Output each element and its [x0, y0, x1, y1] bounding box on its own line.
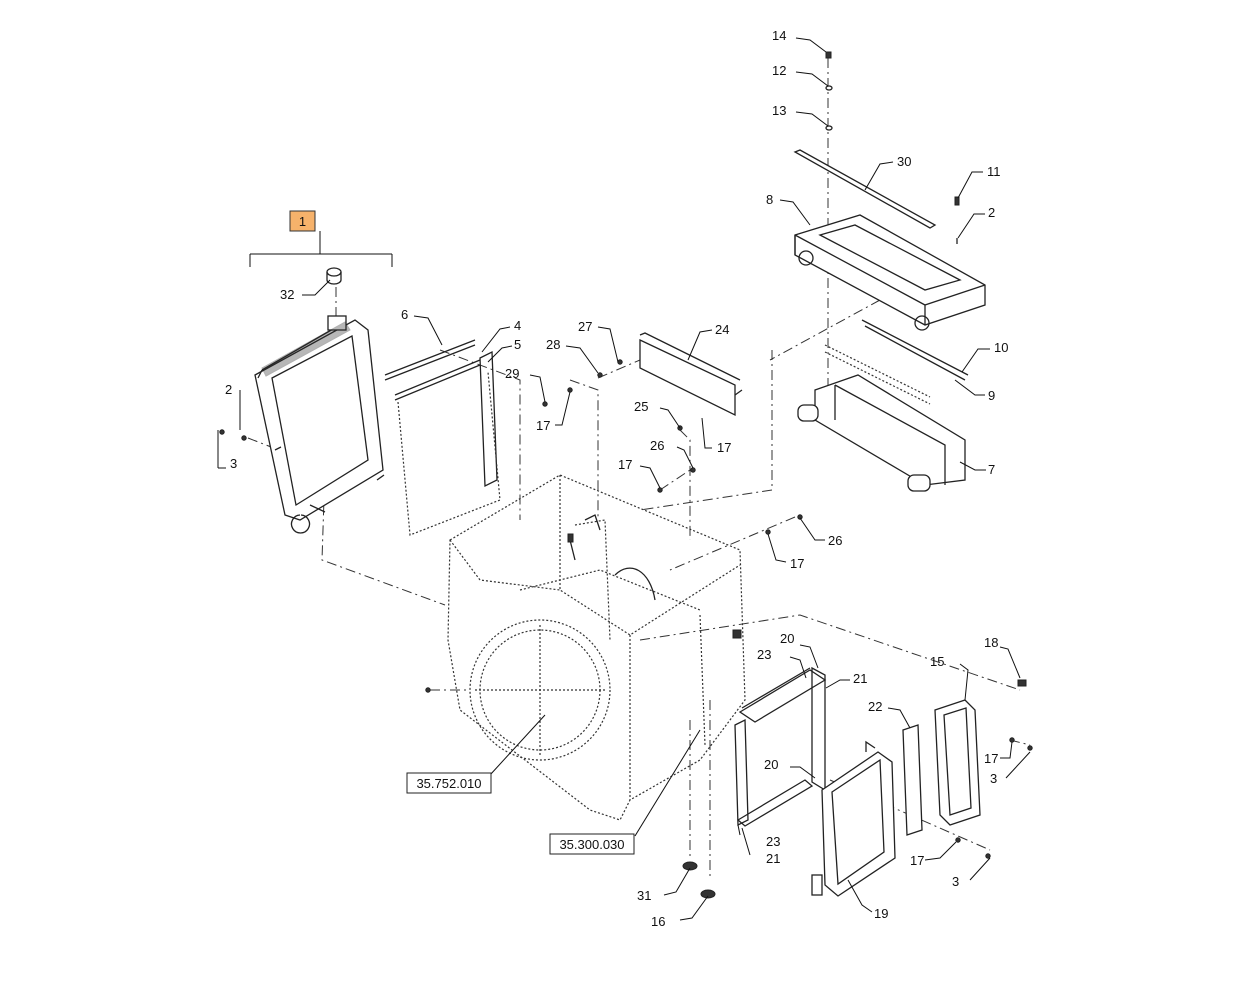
mount-16[interactable] — [700, 889, 716, 899]
callout-label[interactable]: 18 — [984, 635, 998, 650]
callout-label[interactable]: 3 — [230, 456, 237, 471]
callout-label[interactable]: 17 — [910, 853, 924, 868]
small-fasteners — [219, 359, 1033, 859]
callout-label[interactable]: 20 — [780, 631, 794, 646]
assembly-badge-label: 1 — [299, 214, 306, 229]
mount-bracket-8[interactable] — [794, 214, 986, 331]
callout-label[interactable]: 17 — [984, 751, 998, 766]
spacer-22[interactable] — [902, 724, 923, 836]
callout-label[interactable]: 19 — [874, 906, 888, 921]
radiator-cap[interactable] — [326, 267, 342, 285]
callout-label[interactable]: 17 — [790, 556, 804, 571]
reference-box-b[interactable]: 35.300.030 — [549, 833, 635, 855]
callout-label[interactable]: 27 — [578, 319, 592, 334]
callout-label[interactable]: 9 — [988, 388, 995, 403]
charge-air-cooler-7[interactable] — [797, 374, 966, 492]
oil-cooler-19[interactable] — [811, 740, 896, 897]
callout-label[interactable]: 32 — [280, 287, 294, 302]
callout-label[interactable]: 15 — [930, 654, 944, 669]
callout-label[interactable]: 10 — [994, 340, 1008, 355]
callout-label[interactable]: 2 — [225, 382, 232, 397]
leader-lines — [217, 37, 1031, 921]
callout-label[interactable]: 6 — [401, 307, 408, 322]
callout-label[interactable]: 23 — [766, 834, 780, 849]
callout-label[interactable]: 22 — [868, 699, 882, 714]
reference-box-a[interactable]: 35.752.010 — [406, 772, 492, 794]
callout-label[interactable]: 3 — [990, 771, 997, 786]
reference-label-b: 35.300.030 — [559, 837, 624, 852]
callout-label[interactable]: 8 — [766, 192, 773, 207]
callout-label[interactable]: 13 — [772, 103, 786, 118]
callout-label[interactable]: 28 — [546, 337, 560, 352]
callout-label[interactable]: 24 — [715, 322, 729, 337]
callout-label[interactable]: 26 — [828, 533, 842, 548]
callout-label[interactable]: 25 — [634, 399, 648, 414]
callout-label[interactable]: 2 — [988, 205, 995, 220]
callout-label[interactable]: 17 — [618, 457, 632, 472]
callout-label[interactable]: 5 — [514, 337, 521, 352]
reference-label-a: 35.752.010 — [416, 776, 481, 791]
callout-label[interactable]: 16 — [651, 914, 665, 929]
assembly-badge[interactable] — [289, 210, 316, 232]
callout-label[interactable]: 12 — [772, 63, 786, 78]
callout-label[interactable]: 17 — [536, 418, 550, 433]
callout-label[interactable]: 26 — [650, 438, 664, 453]
seal-strip-6[interactable] — [384, 339, 476, 381]
screen-4-5[interactable] — [394, 350, 501, 536]
callout-labels: 14 12 13 30 11 8 2 32 6 4 5 27 24 28 10 … — [225, 28, 1008, 929]
callout-label[interactable]: 31 — [637, 888, 651, 903]
main-frame[interactable] — [447, 474, 746, 821]
seal-10[interactable] — [861, 319, 969, 381]
callout-label[interactable]: 7 — [988, 462, 995, 477]
callout-label[interactable]: 14 — [772, 28, 786, 43]
bolt-11[interactable] — [954, 196, 960, 244]
shroud-24[interactable] — [639, 332, 743, 417]
radiator[interactable] — [254, 315, 385, 534]
seal-set-20-21-23-upper[interactable] — [738, 666, 827, 792]
callout-label[interactable]: 29 — [505, 366, 519, 381]
radiator-cap-neck — [327, 315, 347, 331]
callout-label[interactable]: 21 — [853, 671, 867, 686]
assembly-bracket: 1 — [249, 210, 393, 267]
callout-label[interactable]: 23 — [757, 647, 771, 662]
callout-label[interactable]: 21 — [766, 851, 780, 866]
callout-label[interactable]: 30 — [897, 154, 911, 169]
mount-31[interactable] — [682, 861, 698, 871]
seal-set-20-21-23-lower[interactable] — [734, 718, 814, 827]
hardware-stack-14-12-13[interactable] — [825, 51, 833, 131]
callout-label[interactable]: 4 — [514, 318, 521, 333]
callout-label[interactable]: 11 — [987, 164, 1001, 179]
callout-label[interactable]: 20 — [764, 757, 778, 772]
callout-label[interactable]: 17 — [717, 440, 731, 455]
callout-label[interactable]: 3 — [952, 874, 959, 889]
seal-9[interactable] — [824, 344, 931, 405]
fastener-18[interactable] — [1017, 679, 1027, 687]
filter-panel-15[interactable] — [934, 699, 981, 826]
